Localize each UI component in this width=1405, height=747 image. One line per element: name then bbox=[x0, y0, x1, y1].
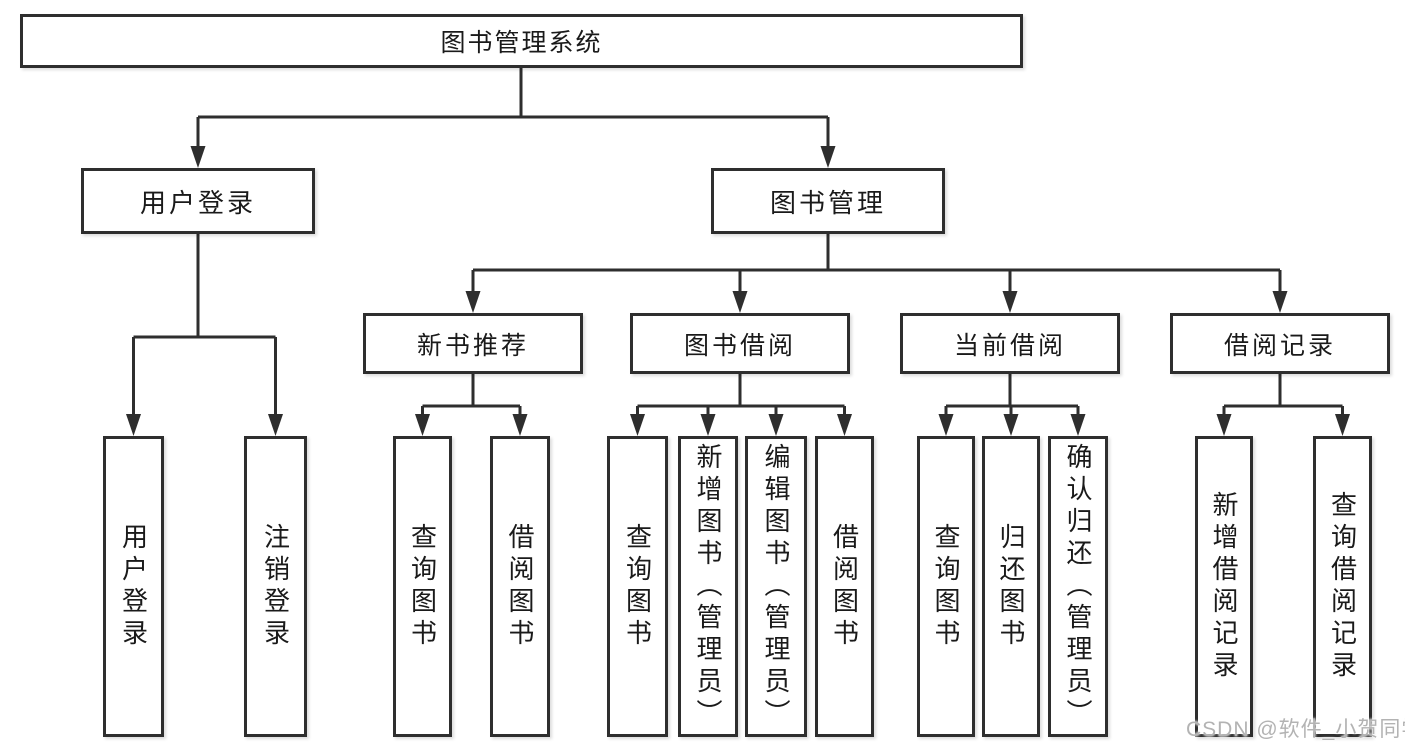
node-leaf-add-book-admin: 新增图书（管理员） bbox=[678, 436, 738, 737]
arrow-down-icon bbox=[415, 414, 430, 436]
node-label: 用户登录 bbox=[118, 522, 149, 651]
arrow-down-icon bbox=[837, 414, 852, 436]
arrow-down-icon bbox=[938, 414, 954, 436]
node-leaf-borrow-books-1: 借阅图书 bbox=[490, 436, 550, 737]
arrow-down-icon bbox=[1335, 414, 1350, 436]
connector-user-login-to-leaves bbox=[126, 234, 283, 436]
arrow-down-icon bbox=[1070, 414, 1086, 436]
node-label: 查询图书 bbox=[407, 522, 438, 651]
node-label: 新增借阅记录 bbox=[1209, 490, 1239, 683]
connector-book-mgmt-to-level3 bbox=[465, 234, 1288, 313]
node-leaf-confirm-return-admin: 确认归还（管理员） bbox=[1048, 436, 1108, 737]
csdn-watermark: CSDN @软件_小贺同学 bbox=[1186, 718, 1405, 741]
node-label: 图书管理 bbox=[769, 187, 886, 218]
arrow-down-icon bbox=[126, 414, 141, 436]
node-current-borrow: 当前借阅 bbox=[900, 313, 1120, 374]
node-book-management: 图书管理 bbox=[711, 168, 945, 234]
arrow-down-icon bbox=[732, 291, 748, 313]
connector-borrow-records-to-leaves bbox=[1216, 374, 1350, 436]
node-label: 图书管理系统 bbox=[440, 29, 603, 57]
node-label: 查询图书 bbox=[931, 522, 961, 651]
node-label: 确认归还（管理员） bbox=[1063, 442, 1093, 731]
arrow-down-icon bbox=[190, 146, 206, 168]
arrow-down-icon bbox=[768, 414, 784, 436]
connector-new-book-to-leaves bbox=[415, 374, 528, 436]
arrow-down-icon bbox=[820, 146, 836, 168]
node-label: 借阅记录 bbox=[1223, 331, 1336, 360]
node-leaf-query-books-3: 查询图书 bbox=[917, 436, 975, 737]
node-root-library-system: 图书管理系统 bbox=[20, 14, 1023, 68]
arrow-down-icon bbox=[512, 414, 528, 436]
arrow-down-icon bbox=[1002, 291, 1018, 313]
node-label: 用户登录 bbox=[139, 187, 256, 218]
node-label: 借阅图书 bbox=[829, 522, 860, 651]
node-label: 新增图书（管理员） bbox=[693, 442, 723, 731]
node-user-login: 用户登录 bbox=[81, 168, 315, 234]
node-new-book-recommend: 新书推荐 bbox=[363, 313, 583, 374]
node-label: 当前借阅 bbox=[953, 331, 1066, 360]
node-leaf-query-borrow-record: 查询借阅记录 bbox=[1313, 436, 1372, 737]
node-book-borrow: 图书借阅 bbox=[630, 313, 850, 374]
node-leaf-user-login: 用户登录 bbox=[103, 436, 164, 737]
connector-current-borrow-to-leaves bbox=[938, 374, 1086, 436]
node-leaf-borrow-books-2: 借阅图书 bbox=[815, 436, 874, 737]
node-label: 编辑图书（管理员） bbox=[761, 442, 791, 731]
node-leaf-return-book: 归还图书 bbox=[982, 436, 1040, 737]
arrow-down-icon bbox=[630, 414, 645, 436]
connector-root-to-level2 bbox=[190, 68, 836, 168]
node-label: 注销登录 bbox=[260, 522, 291, 651]
arrow-down-icon bbox=[1272, 291, 1288, 313]
node-leaf-add-borrow-record: 新增借阅记录 bbox=[1195, 436, 1253, 737]
arrow-down-icon bbox=[268, 414, 283, 436]
node-label: 新书推荐 bbox=[416, 331, 529, 360]
node-label: 查询借阅记录 bbox=[1327, 490, 1358, 683]
node-leaf-query-books-1: 查询图书 bbox=[393, 436, 452, 737]
node-leaf-query-books-2: 查询图书 bbox=[607, 436, 668, 737]
connector-book-borrow-to-leaves bbox=[630, 374, 852, 436]
arrow-down-icon bbox=[465, 291, 481, 313]
node-label: 图书借阅 bbox=[683, 331, 796, 360]
node-leaf-logout: 注销登录 bbox=[244, 436, 307, 737]
node-leaf-edit-book-admin: 编辑图书（管理员） bbox=[745, 436, 807, 737]
node-label: 归还图书 bbox=[996, 522, 1026, 651]
node-label: 借阅图书 bbox=[505, 522, 535, 651]
node-label: 查询图书 bbox=[622, 522, 653, 651]
arrow-down-icon bbox=[1216, 414, 1232, 436]
arrow-down-icon bbox=[1003, 414, 1019, 436]
arrow-down-icon bbox=[700, 414, 716, 436]
node-borrow-records: 借阅记录 bbox=[1170, 313, 1390, 374]
